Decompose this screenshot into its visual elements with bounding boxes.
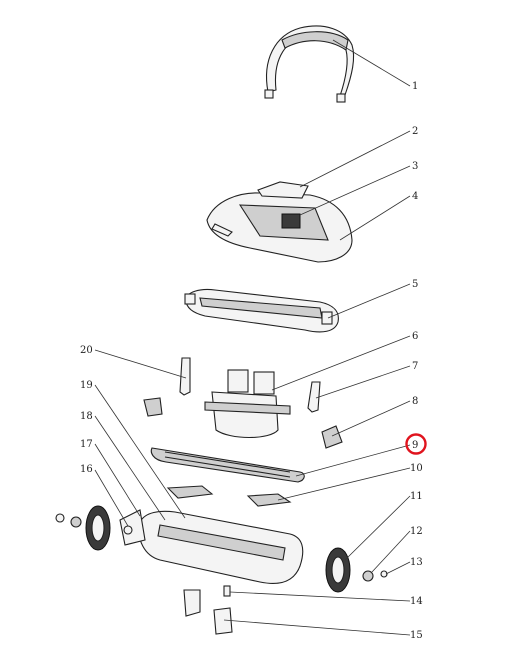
part-motor bbox=[204, 369, 291, 438]
part-base bbox=[119, 509, 304, 584]
part-pads bbox=[166, 485, 292, 507]
part-frame bbox=[184, 288, 339, 333]
callout-19: 19 bbox=[80, 380, 93, 391]
callout-8: 8 bbox=[412, 396, 418, 407]
callout-13: 13 bbox=[410, 557, 423, 568]
callout-18: 18 bbox=[80, 411, 93, 422]
callout-7: 7 bbox=[412, 361, 418, 372]
callout-11: 11 bbox=[410, 491, 423, 502]
callout-15: 15 bbox=[410, 630, 423, 641]
part-clips bbox=[143, 357, 321, 417]
callout-6: 6 bbox=[412, 331, 418, 342]
part-filter-grid bbox=[150, 447, 305, 483]
callout-3: 3 bbox=[412, 161, 418, 172]
part-wheels bbox=[55, 505, 388, 593]
part-top-cover bbox=[206, 181, 353, 263]
callout-20: 20 bbox=[80, 345, 93, 356]
callout-12: 12 bbox=[410, 526, 423, 537]
callouts: 1 2 3 4 5 6 7 8 9 10 11 12 13 14 15 16 1… bbox=[80, 81, 423, 641]
callout-4: 4 bbox=[412, 191, 418, 202]
callout-16: 16 bbox=[80, 464, 93, 475]
callout-1: 1 bbox=[412, 81, 418, 92]
callout-5: 5 bbox=[412, 279, 418, 290]
part-handle bbox=[264, 25, 355, 103]
callout-17: 17 bbox=[80, 439, 93, 450]
callout-2: 2 bbox=[412, 126, 418, 137]
part-side-block bbox=[321, 425, 343, 449]
callout-9: 9 bbox=[412, 440, 418, 451]
part-swivels bbox=[183, 585, 233, 635]
highlight-circle bbox=[405, 433, 427, 455]
leader-lines bbox=[94, 39, 411, 636]
callout-10: 10 bbox=[410, 463, 423, 474]
callout-14: 14 bbox=[410, 596, 423, 607]
